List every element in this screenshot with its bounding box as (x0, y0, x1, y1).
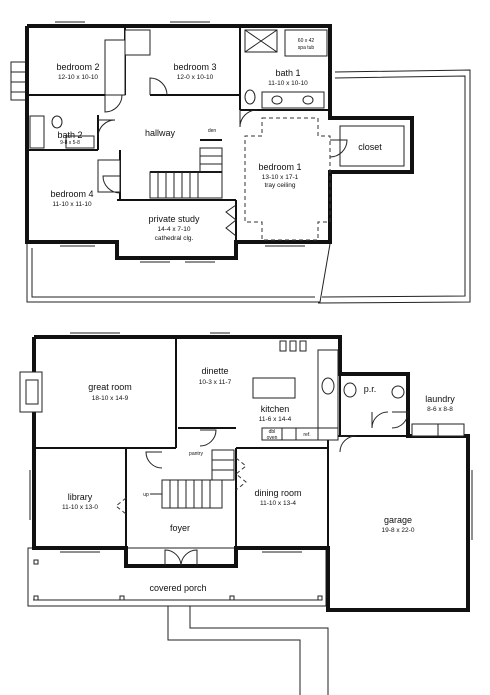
study-label: private study (148, 214, 200, 224)
upper-floor: bedroom 2 12-10 x 10-10 bedroom 3 12-0 x… (10, 21, 471, 304)
fireplace-hearth (25, 379, 39, 405)
bath2-dims: 9-8 x 5-8 (60, 140, 80, 146)
bedroom3-label: bedroom 3 (173, 62, 216, 72)
door-front-b (180, 549, 198, 567)
dbl-oven-line1: dbl (269, 429, 276, 435)
door-pantry (199, 429, 217, 447)
dbl-oven (261, 427, 283, 441)
toilet-bath1 (244, 89, 256, 105)
ref-label: ref. (303, 432, 310, 438)
walkway-right (189, 606, 329, 695)
dinette-windows (279, 340, 307, 352)
door-study (225, 204, 237, 237)
study-dims: 14-4 x 7-10 (158, 226, 191, 233)
door-bedroom4 (102, 175, 121, 194)
bedroom1-note: tray ceiling (264, 182, 295, 189)
porch-label: covered porch (149, 583, 206, 593)
bedroom2-dims: 12-10 x 10-10 (58, 74, 98, 81)
spa-tub (284, 29, 328, 57)
door-dining (235, 457, 247, 491)
kitchen-dims: 11-6 x 14-4 (259, 416, 292, 423)
kitchen-sink (321, 377, 335, 395)
study-note: cathedral clg. (155, 235, 194, 242)
bath1-dims: 11-10 x 10-10 (268, 80, 308, 87)
toilet-pr (343, 382, 357, 398)
garage-label: garage (384, 515, 412, 525)
chimney (10, 61, 28, 101)
door-bedroom2 (104, 94, 123, 113)
porch-posts (33, 559, 323, 601)
dbl-oven-line2: oven (267, 435, 278, 441)
dining-label: dining room (254, 488, 301, 498)
closet-walkin (339, 125, 405, 167)
tub-type: spa tub (298, 45, 315, 51)
great-room-dims: 18-10 x 14-9 (92, 395, 129, 402)
bedroom4-dims: 11-10 x 11-10 (52, 201, 92, 208)
kitchen-island (252, 377, 296, 399)
tray-ceiling-outline (244, 117, 331, 241)
porch-outline (27, 547, 327, 607)
great-room-label: great room (88, 382, 132, 392)
dining-dims: 11-10 x 13-4 (260, 500, 296, 507)
upper-windows (55, 21, 305, 263)
main-floor: great room 18-10 x 14-9 dinette 10-3 x 1… (19, 332, 473, 695)
upper-stairs (149, 147, 223, 199)
tub-bath2 (29, 115, 45, 149)
bedroom1-dims: 13-10 x 17-1 (262, 174, 299, 181)
bedroom4-label: bedroom 4 (50, 189, 93, 199)
roof-outline-right-inner (321, 75, 466, 298)
main-stairs (161, 449, 235, 509)
library-label: library (68, 492, 93, 502)
bedroom1-label: bedroom 1 (258, 162, 301, 172)
door-pr (371, 411, 389, 429)
door-closet-foyer (145, 451, 163, 469)
door-front (164, 549, 182, 567)
sink-bath1-a (271, 95, 283, 105)
refrigerator (295, 427, 319, 441)
pantry-label: pantry (189, 451, 203, 457)
door-bath1 (239, 109, 258, 128)
laundry-dims: 8-6 x 8-8 (427, 406, 453, 413)
up-label: up (143, 492, 149, 498)
door-bath2 (97, 119, 116, 138)
library-dims: 11-10 x 13-0 (62, 504, 98, 511)
roof-outline-left (26, 243, 331, 303)
main-windows (29, 332, 473, 553)
dinette-label: dinette (201, 366, 228, 376)
bath1-label: bath 1 (275, 68, 300, 78)
bath2-label: bath 2 (57, 130, 82, 140)
roof-outline-right (317, 69, 471, 304)
sink-pr (391, 385, 405, 399)
closet-bedroom3 (124, 29, 151, 56)
hallway-label: hallway (145, 128, 176, 138)
kitchen-label: kitchen (261, 404, 290, 414)
garage-dims: 19-8 x 22-0 (382, 527, 415, 534)
den-label: den (208, 128, 217, 134)
door-garage (339, 435, 357, 453)
door-laundry (391, 411, 409, 429)
bedroom2-label: bedroom 2 (56, 62, 99, 72)
dinette-dims: 10-3 x 11-7 (199, 379, 232, 386)
main-exterior-wall (32, 335, 470, 612)
upper-exterior-wall (25, 24, 414, 260)
walkway-left (167, 606, 301, 695)
pr-label: p.r. (364, 384, 377, 394)
laundry-label: laundry (425, 394, 455, 404)
sink-bath1-b (302, 95, 314, 105)
closet-label: closet (358, 142, 382, 152)
vanity-bath2 (65, 135, 95, 149)
roof-outline-left-inner (31, 248, 315, 298)
closet-bedroom2 (104, 39, 126, 96)
tub-size: 60 x 42 (298, 38, 315, 44)
door-bedroom3 (149, 77, 168, 96)
vanity-bath1 (261, 91, 325, 109)
door-closet (329, 139, 348, 158)
toilet-bath2 (51, 115, 63, 129)
door-library (115, 497, 127, 515)
foyer-label: foyer (170, 523, 190, 533)
bedroom3-dims: 12-0 x 10-10 (177, 74, 214, 81)
